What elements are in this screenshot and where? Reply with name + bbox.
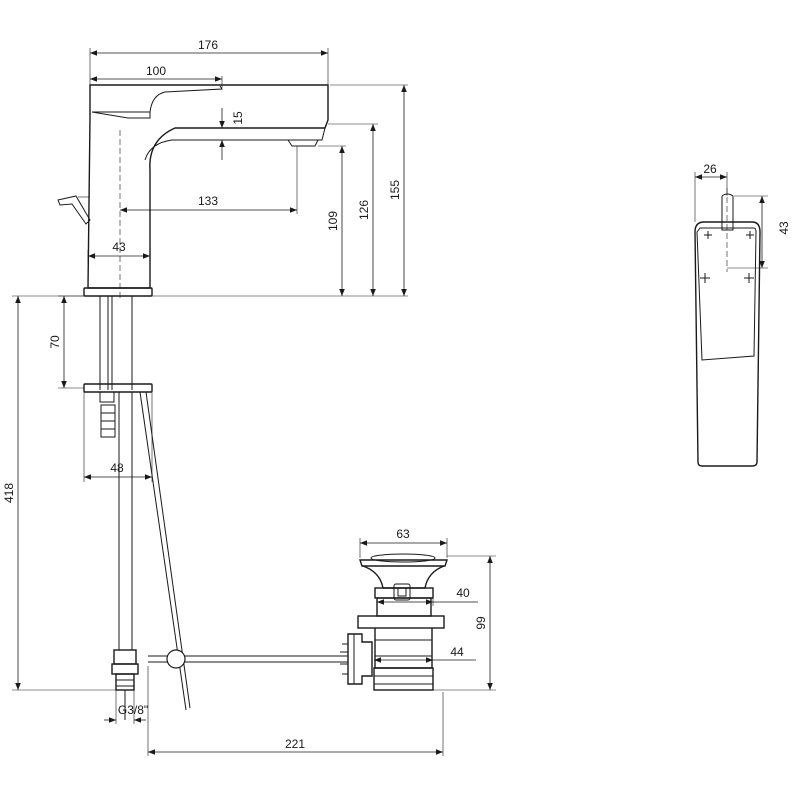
hose-connector <box>113 649 137 665</box>
dim-shank-diameter: 48 <box>110 461 124 475</box>
handle-outline <box>694 221 761 467</box>
dim-handle-reach: 100 <box>146 64 166 78</box>
deck-plate <box>83 287 153 297</box>
dim-tap-width: 176 <box>198 38 218 52</box>
popup-waste <box>340 553 448 691</box>
tap-body <box>87 84 329 289</box>
dim-overall-height: 155 <box>388 180 402 200</box>
dim-hose-connection: G3/8" <box>118 703 148 717</box>
dim-waste-height: 99 <box>474 616 488 630</box>
dim-hose-length: 418 <box>2 483 16 503</box>
tap-aerator <box>287 139 319 147</box>
dimension-labels: 176 100 15 133 43 109 126 155 70 418 48 … <box>2 38 791 751</box>
tap-handle <box>92 85 223 113</box>
dim-handle-depth: 43 <box>777 221 791 235</box>
dimension-lines <box>12 48 768 756</box>
dim-outlet-height: 109 <box>326 211 340 231</box>
fixing-plate <box>83 383 153 393</box>
tap-spout <box>144 127 326 161</box>
waste-flange <box>359 559 448 567</box>
dim-waste-length: 221 <box>285 737 305 751</box>
dim-below-deck: 70 <box>48 335 62 349</box>
handle-lever-stem <box>721 193 734 231</box>
dim-waste-flange: 63 <box>396 527 410 541</box>
dim-spout-top-height: 126 <box>357 200 371 220</box>
dim-waste-body: 40 <box>456 586 470 600</box>
waste-link-nut <box>347 633 373 685</box>
dim-aerator-offset: 15 <box>231 111 245 125</box>
linkage-ball <box>166 649 186 669</box>
dim-base-diameter: 43 <box>112 240 126 254</box>
waste-body <box>376 597 432 617</box>
dim-spout-projection: 133 <box>198 194 218 208</box>
tap-side-view <box>57 84 348 720</box>
waste-plug <box>370 553 436 563</box>
popup-lever <box>57 195 91 225</box>
dim-handle-width: 26 <box>703 162 717 176</box>
dim-waste-outlet: 44 <box>450 645 464 659</box>
waste-tail <box>373 667 434 691</box>
handle-front-view <box>694 188 761 467</box>
